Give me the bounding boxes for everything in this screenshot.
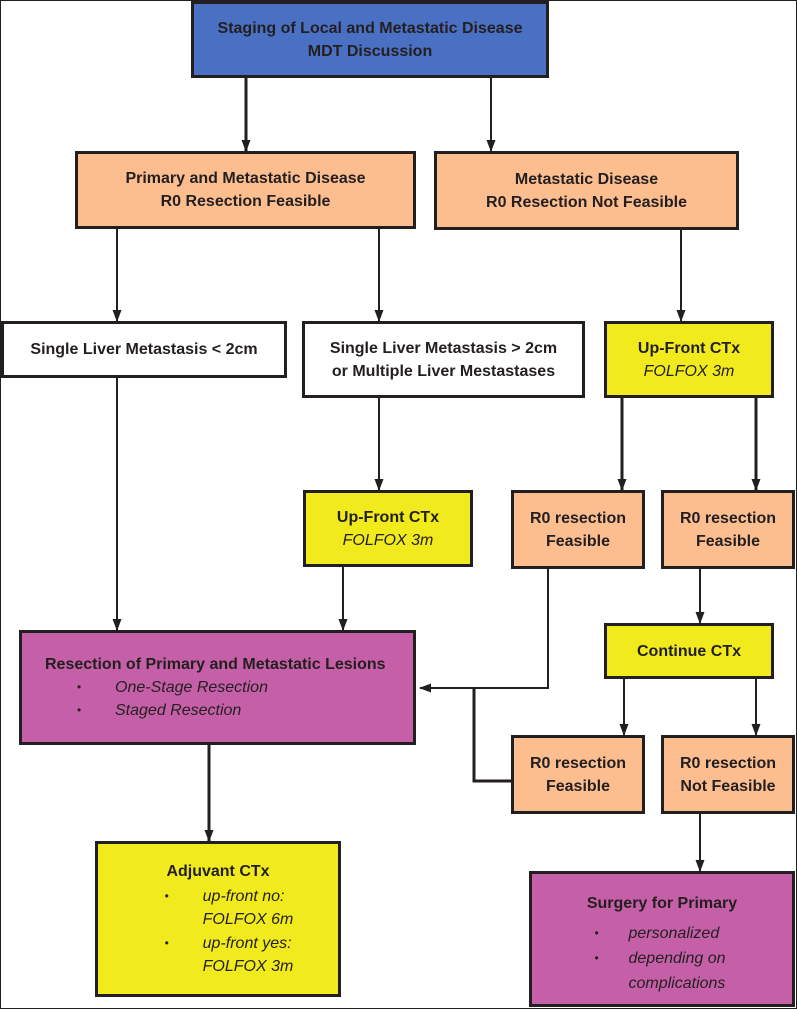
continue-ctx-box: Continue CTx — [604, 623, 774, 679]
upfront-ctx-right-title: Up-Front CTx — [637, 339, 741, 357]
depending-on-complications-item: depending on complications — [595, 946, 726, 996]
r0-not-feasible-line2: R0 Resection Not Feasible — [486, 193, 687, 211]
single-large-line2: or Multiple Liver Mestastases — [331, 362, 556, 380]
single-large-line1: Single Liver Metastasis > 2cm — [329, 339, 558, 357]
surgery-title: Surgery for Primary — [586, 895, 738, 912]
line-r0c-to-resection — [472, 688, 511, 783]
r0-d-line1: R0 resection — [679, 754, 777, 772]
r0-not-feasible-box: Metastatic Disease R0 Resection Not Feas… — [434, 151, 739, 230]
r0-resection-d-box: R0 resection Not Feasible — [661, 735, 795, 814]
resection-primary-metastatic-box: Resection of Primary and Metastatic Lesi… — [19, 630, 416, 745]
adjuvant-upfront-yes-item: up-front yes: FOLFOX 3m — [165, 932, 294, 978]
single-large-metastasis-box: Single Liver Metastasis > 2cm or Multipl… — [302, 321, 585, 398]
one-stage-resection-item: One-Stage Resection — [77, 676, 268, 699]
r0-resection-b-box: R0 resection Feasible — [661, 490, 795, 569]
upfront-ctx-right-box: Up-Front CTx FOLFOX 3m — [604, 321, 774, 398]
r0-b-line2: Feasible — [695, 532, 761, 550]
surgery-notes-list: personalized depending on complications — [595, 921, 726, 996]
r0-feasible-box: Primary and Metastatic Disease R0 Resect… — [75, 151, 416, 229]
upfront-ctx-mid-regimen: FOLFOX 3m — [342, 531, 434, 549]
r0-resection-c-box: R0 resection Feasible — [511, 735, 645, 814]
upfront-ctx-right-regimen: FOLFOX 3m — [643, 362, 735, 380]
r0-c-line2: Feasible — [545, 777, 611, 795]
r0-b-line1: R0 resection — [679, 509, 777, 527]
resection-title: Resection of Primary and Metastatic Lesi… — [45, 656, 386, 673]
staging-title: Staging of Local and Metastatic Disease — [217, 19, 523, 37]
surgery-primary-box: Surgery for Primary personalized dependi… — [529, 871, 795, 1007]
single-small-metastasis-box: Single Liver Metastasis < 2cm — [1, 321, 287, 378]
r0-a-line1: R0 resection — [529, 509, 627, 527]
single-small-label: Single Liver Metastasis < 2cm — [30, 341, 258, 358]
r0-feasible-line1: Primary and Metastatic Disease — [125, 170, 366, 187]
adjuvant-title: Adjuvant CTx — [166, 863, 270, 880]
adjuvant-upfront-no-item: up-front no: FOLFOX 6m — [165, 885, 294, 931]
r0-c-line1: R0 resection — [529, 754, 627, 772]
adjuvant-ctx-box: Adjuvant CTx up-front no: FOLFOX 6m up-f… — [95, 841, 341, 997]
r0-d-line2: Not Feasible — [680, 777, 776, 795]
continue-ctx-label: Continue CTx — [637, 642, 741, 660]
r0-resection-a-box: R0 resection Feasible — [511, 490, 645, 569]
arrow-r0a-to-resection — [419, 569, 549, 693]
r0-a-line2: Feasible — [545, 532, 611, 550]
r0-not-feasible-line1: Metastatic Disease — [514, 170, 659, 188]
personalized-item: personalized — [595, 921, 726, 946]
r0-feasible-line2: R0 Resection Feasible — [160, 193, 331, 210]
staged-resection-item: Staged Resection — [77, 699, 268, 722]
upfront-ctx-mid-title: Up-Front CTx — [336, 508, 440, 526]
upfront-ctx-mid-box: Up-Front CTx FOLFOX 3m — [303, 490, 473, 567]
resection-options-list: One-Stage Resection Staged Resection — [77, 676, 268, 722]
mdt-discussion-label: MDT Discussion — [307, 42, 433, 60]
adjuvant-regimen-list: up-front no: FOLFOX 6m up-front yes: FOL… — [165, 885, 294, 978]
staging-mdt-box: Staging of Local and Metastatic Disease … — [191, 1, 549, 78]
